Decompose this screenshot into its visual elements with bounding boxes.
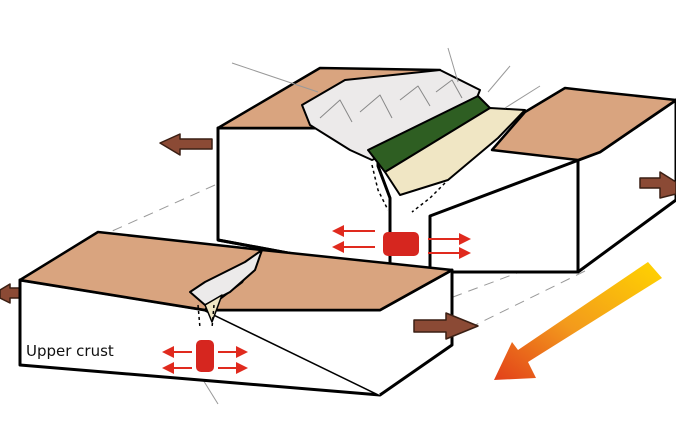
early-rift-block (0, 230, 479, 397)
mature-rift-block (159, 66, 676, 274)
time-progression-arrow (494, 262, 662, 380)
magma-chamber-lower (196, 340, 214, 372)
push-arrow-left-upper (159, 133, 213, 156)
push-arrow-right-lower (413, 312, 479, 340)
push-arrow-right-upper (639, 171, 676, 199)
magma-chamber-upper (383, 232, 419, 256)
upper-crust-label: Upper crust (26, 342, 114, 360)
extension-arrows-lower (162, 346, 248, 374)
extension-arrows-upper (332, 225, 471, 259)
